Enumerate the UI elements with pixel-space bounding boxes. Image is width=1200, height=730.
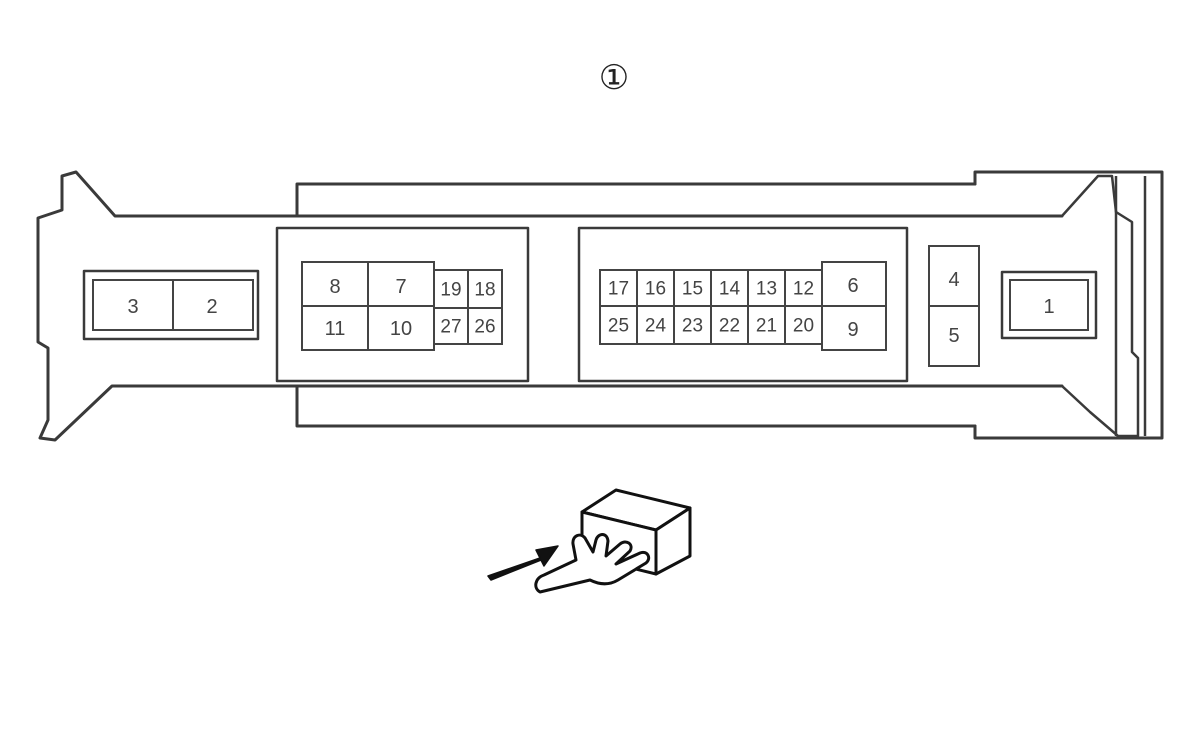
pin-label: 26 [474,317,495,338]
pin-label: 14 [719,279,741,300]
diagram-title: ① [599,58,629,98]
pin-label: 2 [206,296,217,318]
pin-label: 1 [1043,296,1054,318]
pin-cell [673,269,712,307]
pin-label: 5 [948,325,959,347]
pin-label: 15 [682,279,703,300]
pin-cell [710,305,749,345]
pin-block-middle: 4 5 [928,245,980,367]
pin-block-left: 3 2 [82,269,260,341]
pin-label: 19 [440,280,461,301]
pin-label: 25 [608,316,629,337]
pin-label: 9 [847,319,858,341]
hand-pushing-connector-icon [487,488,692,594]
pin-label: 3 [127,296,138,318]
pin-cell [710,269,749,307]
pin-label: 21 [756,316,777,337]
pin-block-right: 1 [1000,270,1098,340]
pin-label: 6 [847,275,858,297]
pin-label: 24 [645,316,667,337]
pin-label: 10 [390,318,412,340]
pin-block-group-a: 8 7 11 10 19 18 27 26 [275,226,530,383]
pin-label: 12 [793,279,814,300]
pin-label: 18 [474,280,495,301]
pin-cell [784,305,823,345]
pin-label: 27 [440,317,461,338]
pin-label: 8 [329,276,340,298]
connector-housing [36,170,1164,442]
pin-cell [784,269,823,307]
pin-cell [599,305,638,345]
pin-cells-group-b: 17 16 15 14 13 12 25 24 23 22 21 20 [599,269,823,345]
pin-label: 20 [793,316,814,337]
pin-label: 4 [948,269,959,291]
pin-label: 23 [682,316,703,337]
pin-label: 17 [608,279,629,300]
pin-block-group-b: 17 16 15 14 13 12 25 24 23 22 21 20 6 9 [577,226,909,383]
pin-label: 11 [325,318,346,340]
pin-cell [636,305,675,345]
pin-label: 13 [756,279,777,300]
pin-label: 22 [719,316,740,337]
pin-label: 7 [395,276,406,298]
pin-label: 16 [645,279,666,300]
